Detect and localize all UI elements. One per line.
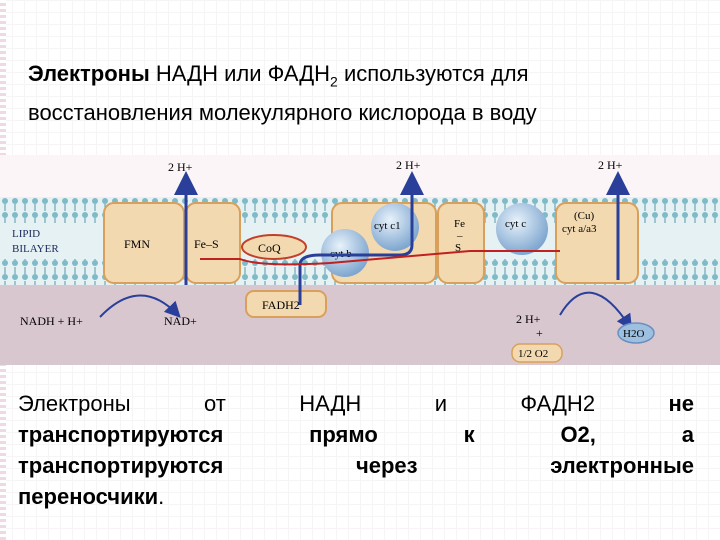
row4-word: переносчики — [18, 484, 159, 509]
fes-2a-label: Fe — [454, 218, 465, 230]
lipid-label-2: BILAYER — [12, 243, 59, 255]
fes-1-label: Fe–S — [194, 237, 219, 251]
h2o-label: H2O — [623, 328, 644, 340]
bottom-row-2: транспортируются прямо к О2, а — [18, 419, 694, 450]
heading-subscript: 2 — [330, 73, 338, 90]
proton-label-3: 2 H+ — [598, 158, 623, 172]
row1-word-6: не — [668, 391, 694, 416]
h2o-blob — [617, 322, 655, 344]
coq-label: CoQ — [258, 241, 281, 255]
electron-path — [200, 250, 560, 266]
plus-label: + — [536, 326, 543, 340]
diagram-svg: LIPID BILAYER FMN Fe–S CoQ FADH2 cyt c1 … — [0, 155, 720, 365]
cytc-label: cyt c — [505, 218, 526, 230]
nad-label: NAD+ — [164, 314, 197, 328]
o2-blob — [511, 343, 563, 363]
proton-label-1: 2 H+ — [168, 160, 193, 174]
proton-arrow-2 — [298, 171, 424, 305]
cytc-sphere — [496, 203, 548, 255]
row3-word-2: через — [355, 453, 418, 478]
bottom-row-1: Электроны от НАДН и ФАДН2 не — [18, 388, 694, 419]
cytc1-label: cyt c1 — [374, 220, 401, 232]
row1-word-3: НАДН — [299, 391, 362, 416]
nadh-label: NADH + H+ — [20, 314, 83, 328]
row2-word-3: к — [463, 422, 475, 447]
bottom-row-4: переносчики. — [18, 481, 694, 512]
heading-bold-word: Электроны — [28, 61, 150, 86]
water-arrow — [559, 291, 633, 331]
row2-word-1: транспортируются — [18, 422, 224, 447]
fadh2-label: FADH2 — [262, 298, 300, 312]
row1-word-1: Электроны — [18, 391, 131, 416]
cytb-sphere — [321, 229, 369, 277]
cytaa3-label: cyt a/a3 — [562, 223, 597, 235]
heading-line-1: Электроны НАДН или ФАДН2 используются дл… — [28, 58, 708, 97]
nadh-arrow — [99, 294, 181, 318]
o2-label: 1/2 O2 — [518, 348, 548, 360]
heading-line-2: восстановления молекулярного кислорода в… — [28, 100, 537, 126]
proton-label-2: 2 H+ — [396, 158, 421, 172]
intermembrane-space — [0, 155, 720, 197]
cu-label: (Cu) — [574, 210, 595, 222]
row2-word-4: О2, — [560, 422, 596, 447]
electron-transport-diagram: LIPID BILAYER FMN Fe–S CoQ FADH2 cyt c1 … — [0, 155, 720, 365]
cytc1-sphere — [371, 203, 419, 251]
bottom-row-3: транспортируются через электронные — [18, 450, 694, 481]
row1-word-4: и — [434, 391, 447, 416]
row4-period: . — [158, 484, 165, 509]
fes-2b-label: – — [456, 230, 463, 242]
bottom-paragraph: Электроны от НАДН и ФАДН2 не транспортир… — [18, 388, 694, 512]
coq-carrier — [241, 234, 307, 260]
fmn-label: FMN — [124, 237, 150, 251]
slide-heading: Электроны НАДН или ФАДН2 используются дл… — [28, 58, 708, 128]
complex-fes-2 — [437, 202, 485, 284]
h-bottom-label: 2 H+ — [516, 312, 541, 326]
lipid-label-1: LIPID — [12, 228, 40, 240]
row1-word-5: ФАДН2 — [520, 391, 596, 416]
row2-word-2: прямо — [309, 422, 378, 447]
matrix — [0, 285, 720, 365]
row2-word-5: а — [681, 422, 694, 447]
fadh2-complex — [245, 290, 327, 318]
row3-word-3: электронные — [550, 453, 694, 478]
complex-iv — [555, 202, 639, 284]
heading-text-end: используются для — [343, 61, 529, 86]
row1-word-2: от — [203, 391, 226, 416]
row3-word-1: транспортируются — [18, 453, 224, 478]
fes-2c-label: S — [455, 242, 461, 254]
lipid-label-box — [6, 223, 98, 257]
heading-text: НАДН или ФАДН — [155, 61, 331, 86]
complex-fmn — [103, 202, 185, 284]
